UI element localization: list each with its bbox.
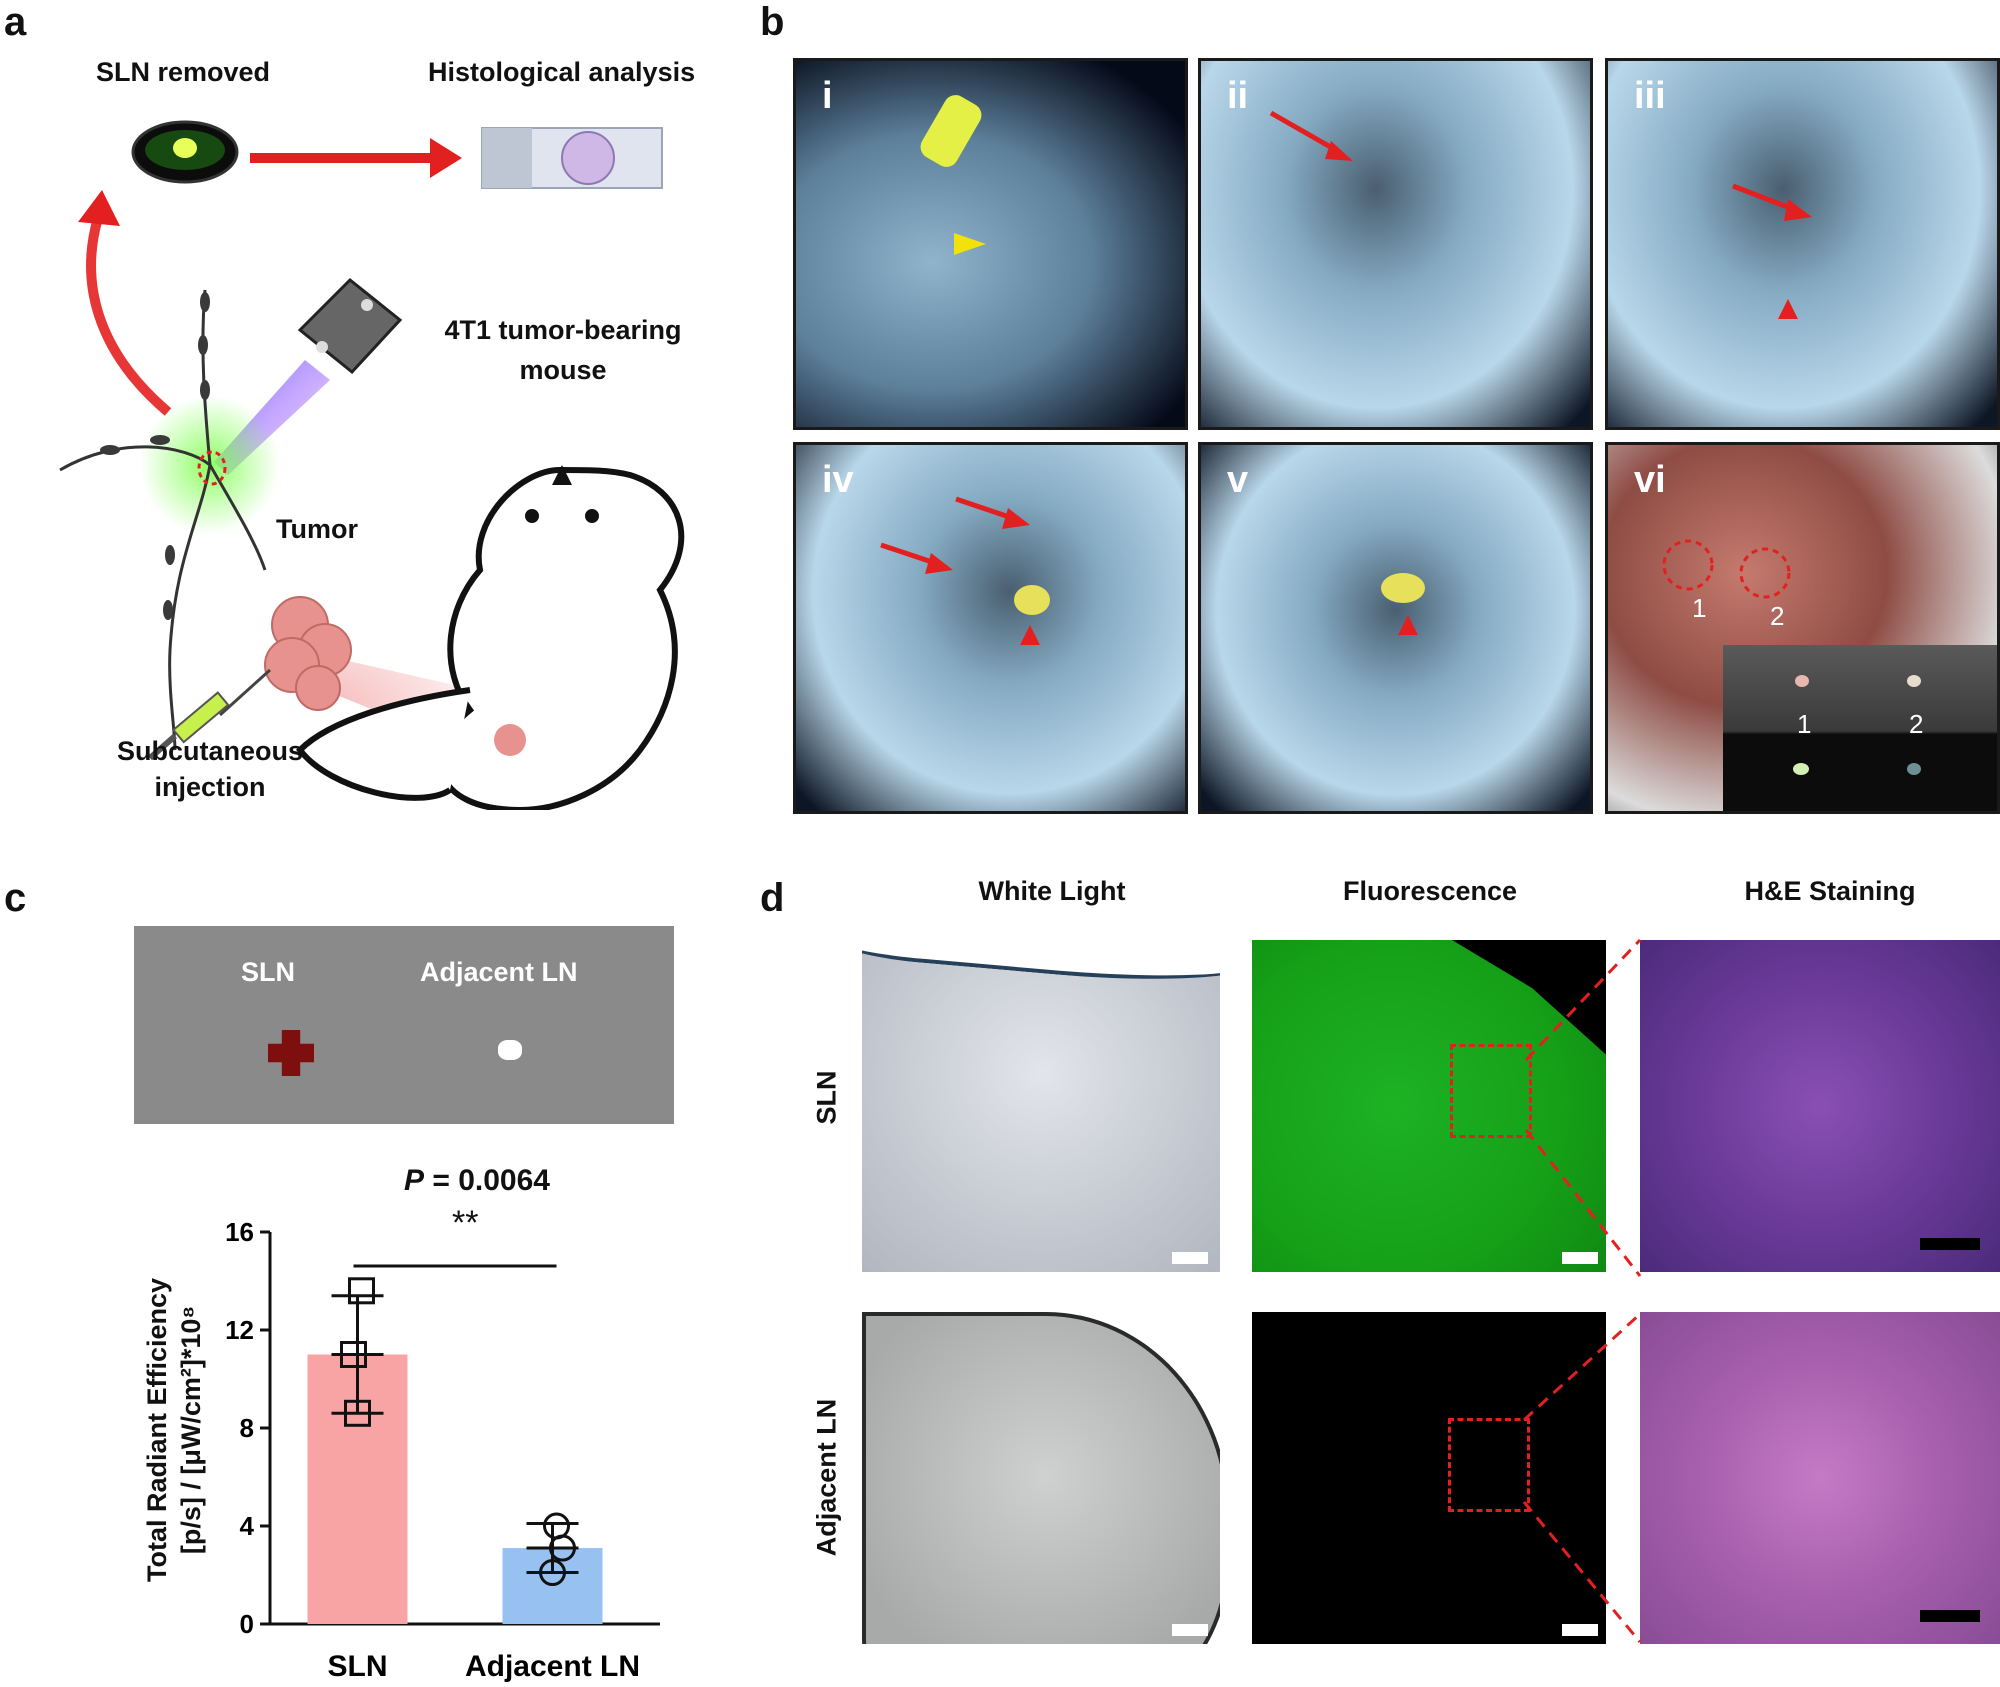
column-header-fluorescence: Fluorescence [1342, 876, 1518, 906]
scale-bar [1562, 1252, 1598, 1264]
micrograph-adjacent-he [1640, 1312, 2000, 1644]
panel-label-a: a [4, 0, 27, 44]
excised-nodes-inset: 1 2 [1723, 645, 1997, 811]
photo-i-label: i [822, 75, 833, 117]
mouse-title: 4T1 tumor-bearing mouse [398, 310, 728, 390]
micrograph-adjacent-white-light [862, 1312, 1220, 1644]
y-axis-title-line2: [p/s] / [μW/cm²]*10⁸ [176, 1305, 206, 1555]
scale-bar [1920, 1238, 1980, 1250]
inset-node-1-label: 1 [1797, 709, 1812, 739]
data-point [539, 1559, 566, 1587]
x-tick-label: Adjacent LN [465, 1650, 640, 1683]
y-tick-label: 16 [225, 1220, 254, 1247]
row-label-adjacent: Adjacent LN [811, 1398, 842, 1557]
row-label-sln: SLN [811, 1070, 842, 1125]
scale-bar [1172, 1252, 1208, 1264]
node-2-label: 2 [1770, 601, 1785, 631]
data-point [549, 1534, 576, 1562]
p-value-prefix: P [404, 1164, 425, 1197]
micrograph-adjacent-fluorescence [1252, 1312, 1606, 1644]
injection-line2: injection [154, 772, 266, 802]
panel-label-c: c [4, 876, 27, 920]
injection-line1: Subcutaneous [116, 736, 304, 766]
node-sample [1907, 763, 1921, 775]
camera-icon [297, 277, 403, 375]
histology-slide-icon [481, 127, 663, 189]
data-point [340, 1341, 367, 1368]
photo-vi: vi 1 2 1 2 [1605, 442, 2000, 814]
zoom-box-adjacent [1448, 1418, 1530, 1512]
micrograph-sln-fluorescence [1252, 940, 1606, 1272]
lymph-node-glow [1381, 573, 1425, 603]
y-tick-label: 0 [240, 1609, 254, 1639]
scale-bar [1562, 1624, 1598, 1636]
panel-a-illustration [59, 120, 685, 810]
data-point [348, 1277, 375, 1305]
y-tick-label: 4 [240, 1511, 255, 1541]
zoom-connectors [1522, 938, 1642, 1643]
red-arrows-icon [880, 496, 1040, 645]
data-point [344, 1399, 371, 1427]
sln-signal-spot [268, 1030, 314, 1076]
mouse-title-line2: mouse [519, 355, 607, 385]
micrograph-sln-he [1640, 940, 2000, 1272]
column-header-white-light: White Light [978, 876, 1126, 906]
red-arrow-icon [1269, 110, 1353, 161]
y-tick-label: 8 [240, 1413, 254, 1443]
injection-label: Subcutaneous injection [80, 733, 340, 805]
yellow-arrowhead-icon [954, 233, 986, 255]
p-value-label: P = 0.0064 [404, 1164, 550, 1198]
syringe-icon [148, 668, 272, 761]
significance-stars: ** [452, 1204, 479, 1242]
ivis-label-adjacent: Adjacent LN [420, 957, 578, 987]
y-tick-label: 12 [225, 1315, 254, 1345]
scale-bar [1920, 1610, 1980, 1622]
p-value-number: = 0.0064 [424, 1164, 550, 1197]
petri-dish-icon [131, 120, 239, 184]
photo-vi-label: vi [1634, 459, 1666, 501]
column-header-he: H&E Staining [1744, 876, 1916, 906]
dashed-circles [1662, 539, 1791, 599]
zoom-box-sln [1450, 1044, 1532, 1138]
ivis-image: SLN Adjacent LN [134, 926, 674, 1124]
photo-iii: iii [1605, 58, 2000, 430]
red-arrowhead-icon [1398, 615, 1418, 635]
scale-bar [1172, 1624, 1208, 1636]
photo-i: i [793, 58, 1188, 430]
histological-analysis-label: Histological analysis [428, 57, 696, 87]
photo-iv: iv [793, 442, 1188, 814]
y-axis-title: Total Radiant Efficiency [p/s] / [μW/cm²… [140, 1220, 208, 1640]
panel-label-b: b [760, 0, 785, 44]
panel-label-d: d [760, 876, 785, 920]
photo-ii-label: ii [1227, 75, 1249, 117]
micrograph-sln-white-light [862, 940, 1220, 1272]
tumor-icon [264, 596, 352, 711]
x-tick-label: SLN [328, 1650, 388, 1683]
tissue-edge [862, 940, 1220, 993]
adjacent-ln-spot [498, 1040, 522, 1060]
photo-iii-label: iii [1634, 75, 1666, 117]
tumor-label: Tumor [276, 514, 358, 544]
photo-ii: ii [1198, 58, 1593, 430]
node-sample [1907, 675, 1921, 687]
mouse-illustration [296, 466, 685, 810]
lymph-node-glow [1014, 585, 1050, 615]
sln-removed-label: SLN removed [96, 57, 271, 87]
syringe-tip-icon [916, 90, 986, 172]
y-axis-title-line1: Total Radiant Efficiency [142, 1277, 172, 1583]
node-sample [1793, 763, 1809, 775]
mouse-title-line1: 4T1 tumor-bearing [444, 315, 682, 345]
tissue-body [862, 1312, 1220, 1644]
photo-v-label: v [1227, 459, 1249, 501]
inset-node-2-label: 2 [1909, 709, 1924, 739]
photo-v: v [1198, 442, 1593, 814]
node-sample [1795, 675, 1809, 687]
node-1-label: 1 [1692, 593, 1707, 623]
photo-iv-label: iv [822, 459, 854, 501]
red-arrow-and-head-icon [1732, 183, 1812, 319]
ivis-label-sln: SLN [241, 957, 295, 987]
data-point [543, 1512, 570, 1540]
